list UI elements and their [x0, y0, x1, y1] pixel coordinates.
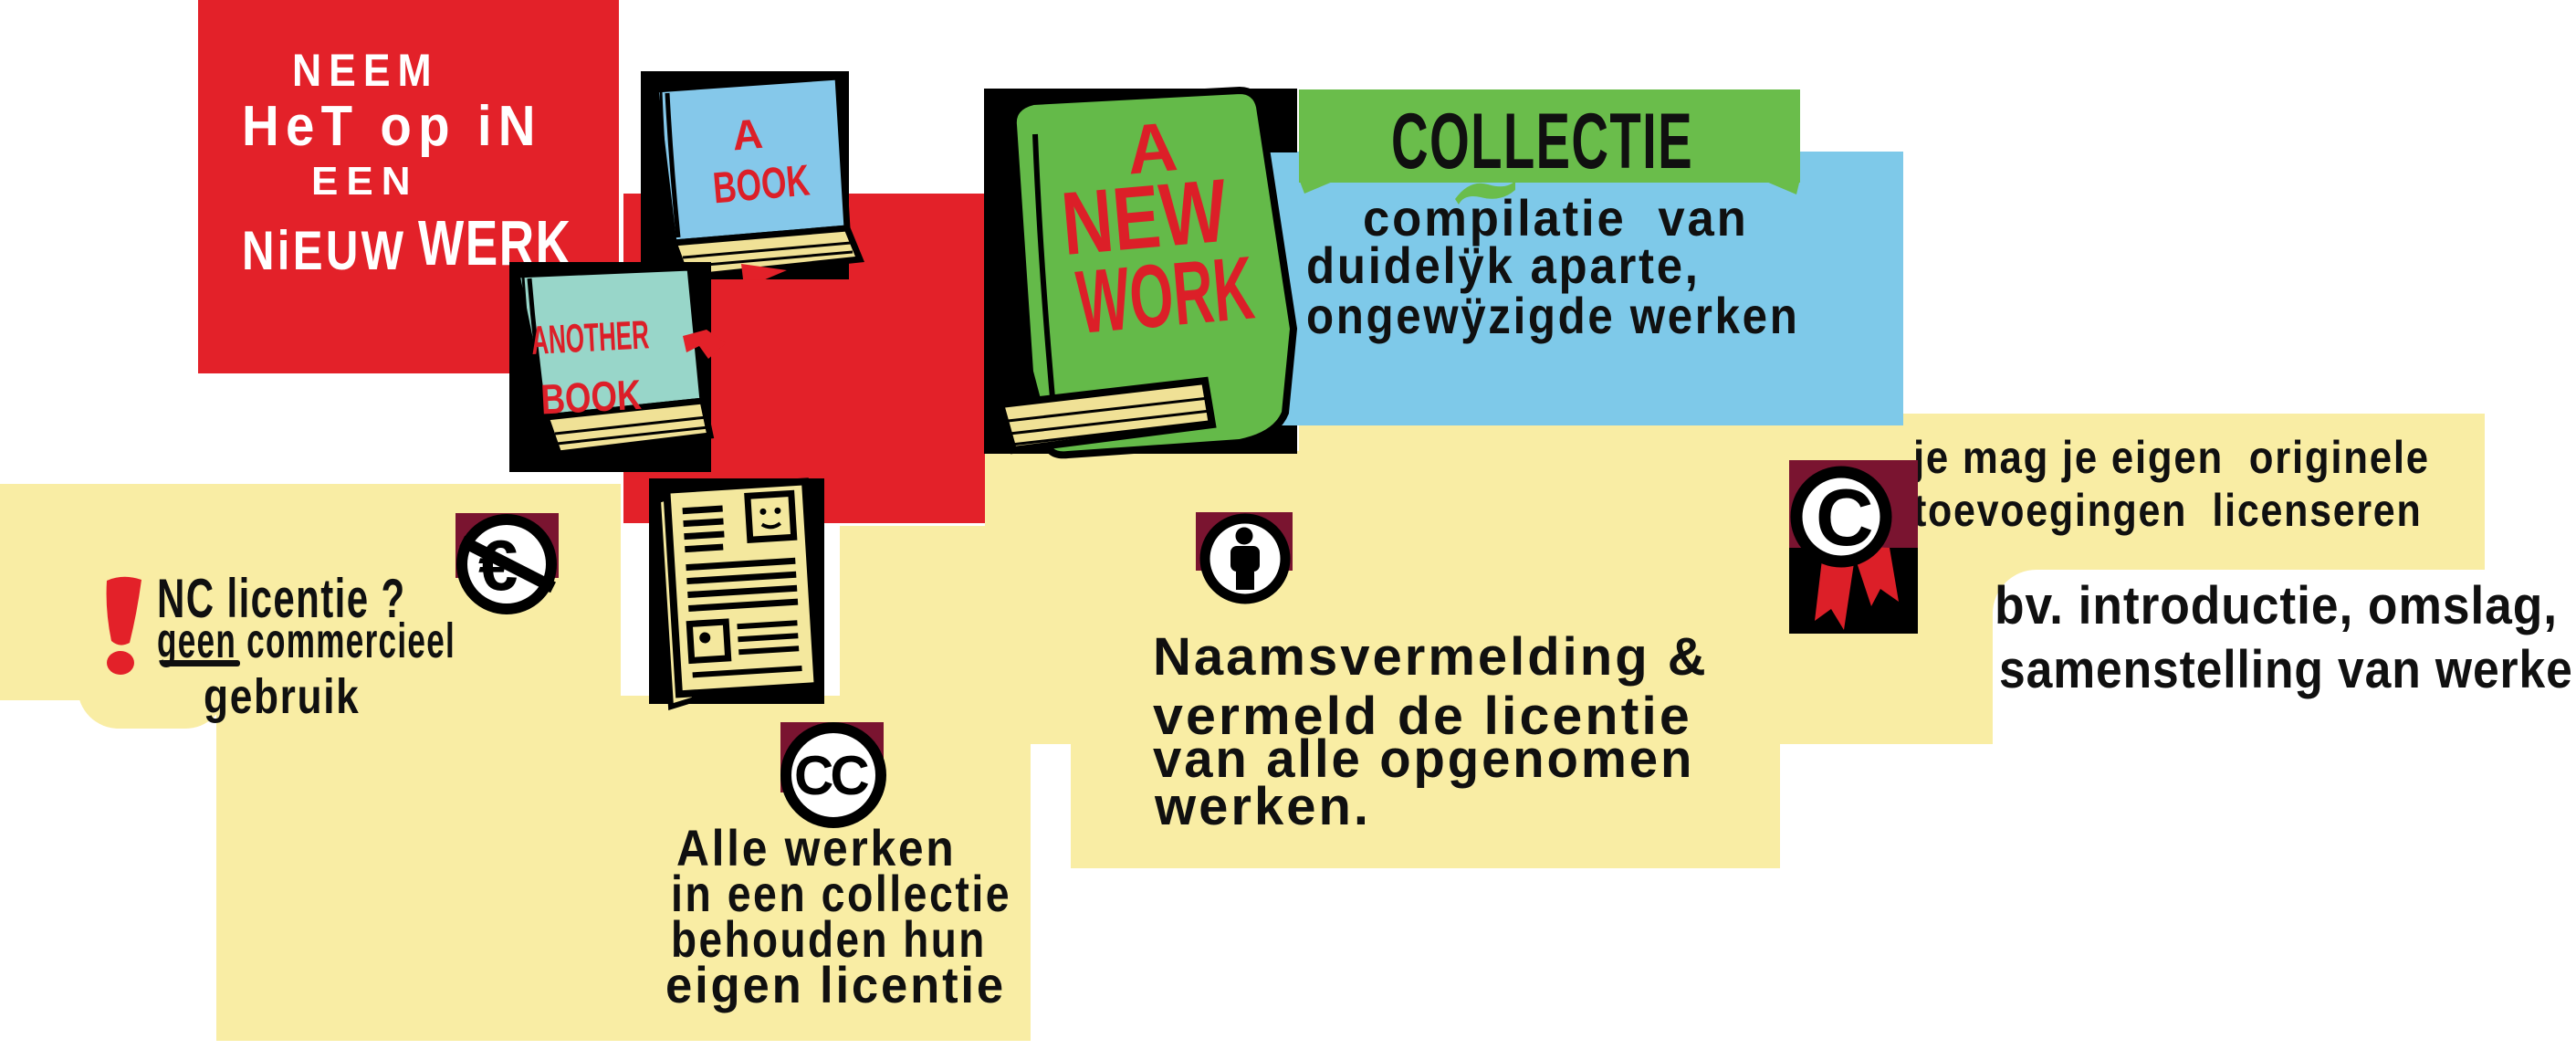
- svg-text:NEW: NEW: [1058, 160, 1231, 274]
- svg-text:ANOTHER: ANOTHER: [530, 312, 650, 363]
- svg-text:BOOK: BOOK: [711, 156, 812, 213]
- svg-text:A: A: [1124, 108, 1180, 189]
- svg-text:C: C: [1816, 472, 1874, 562]
- svg-text:WORK: WORK: [1073, 236, 1258, 352]
- svg-text:CC: CC: [794, 745, 868, 806]
- svg-text:A: A: [730, 110, 765, 160]
- svg-text:BOOK: BOOK: [539, 371, 643, 424]
